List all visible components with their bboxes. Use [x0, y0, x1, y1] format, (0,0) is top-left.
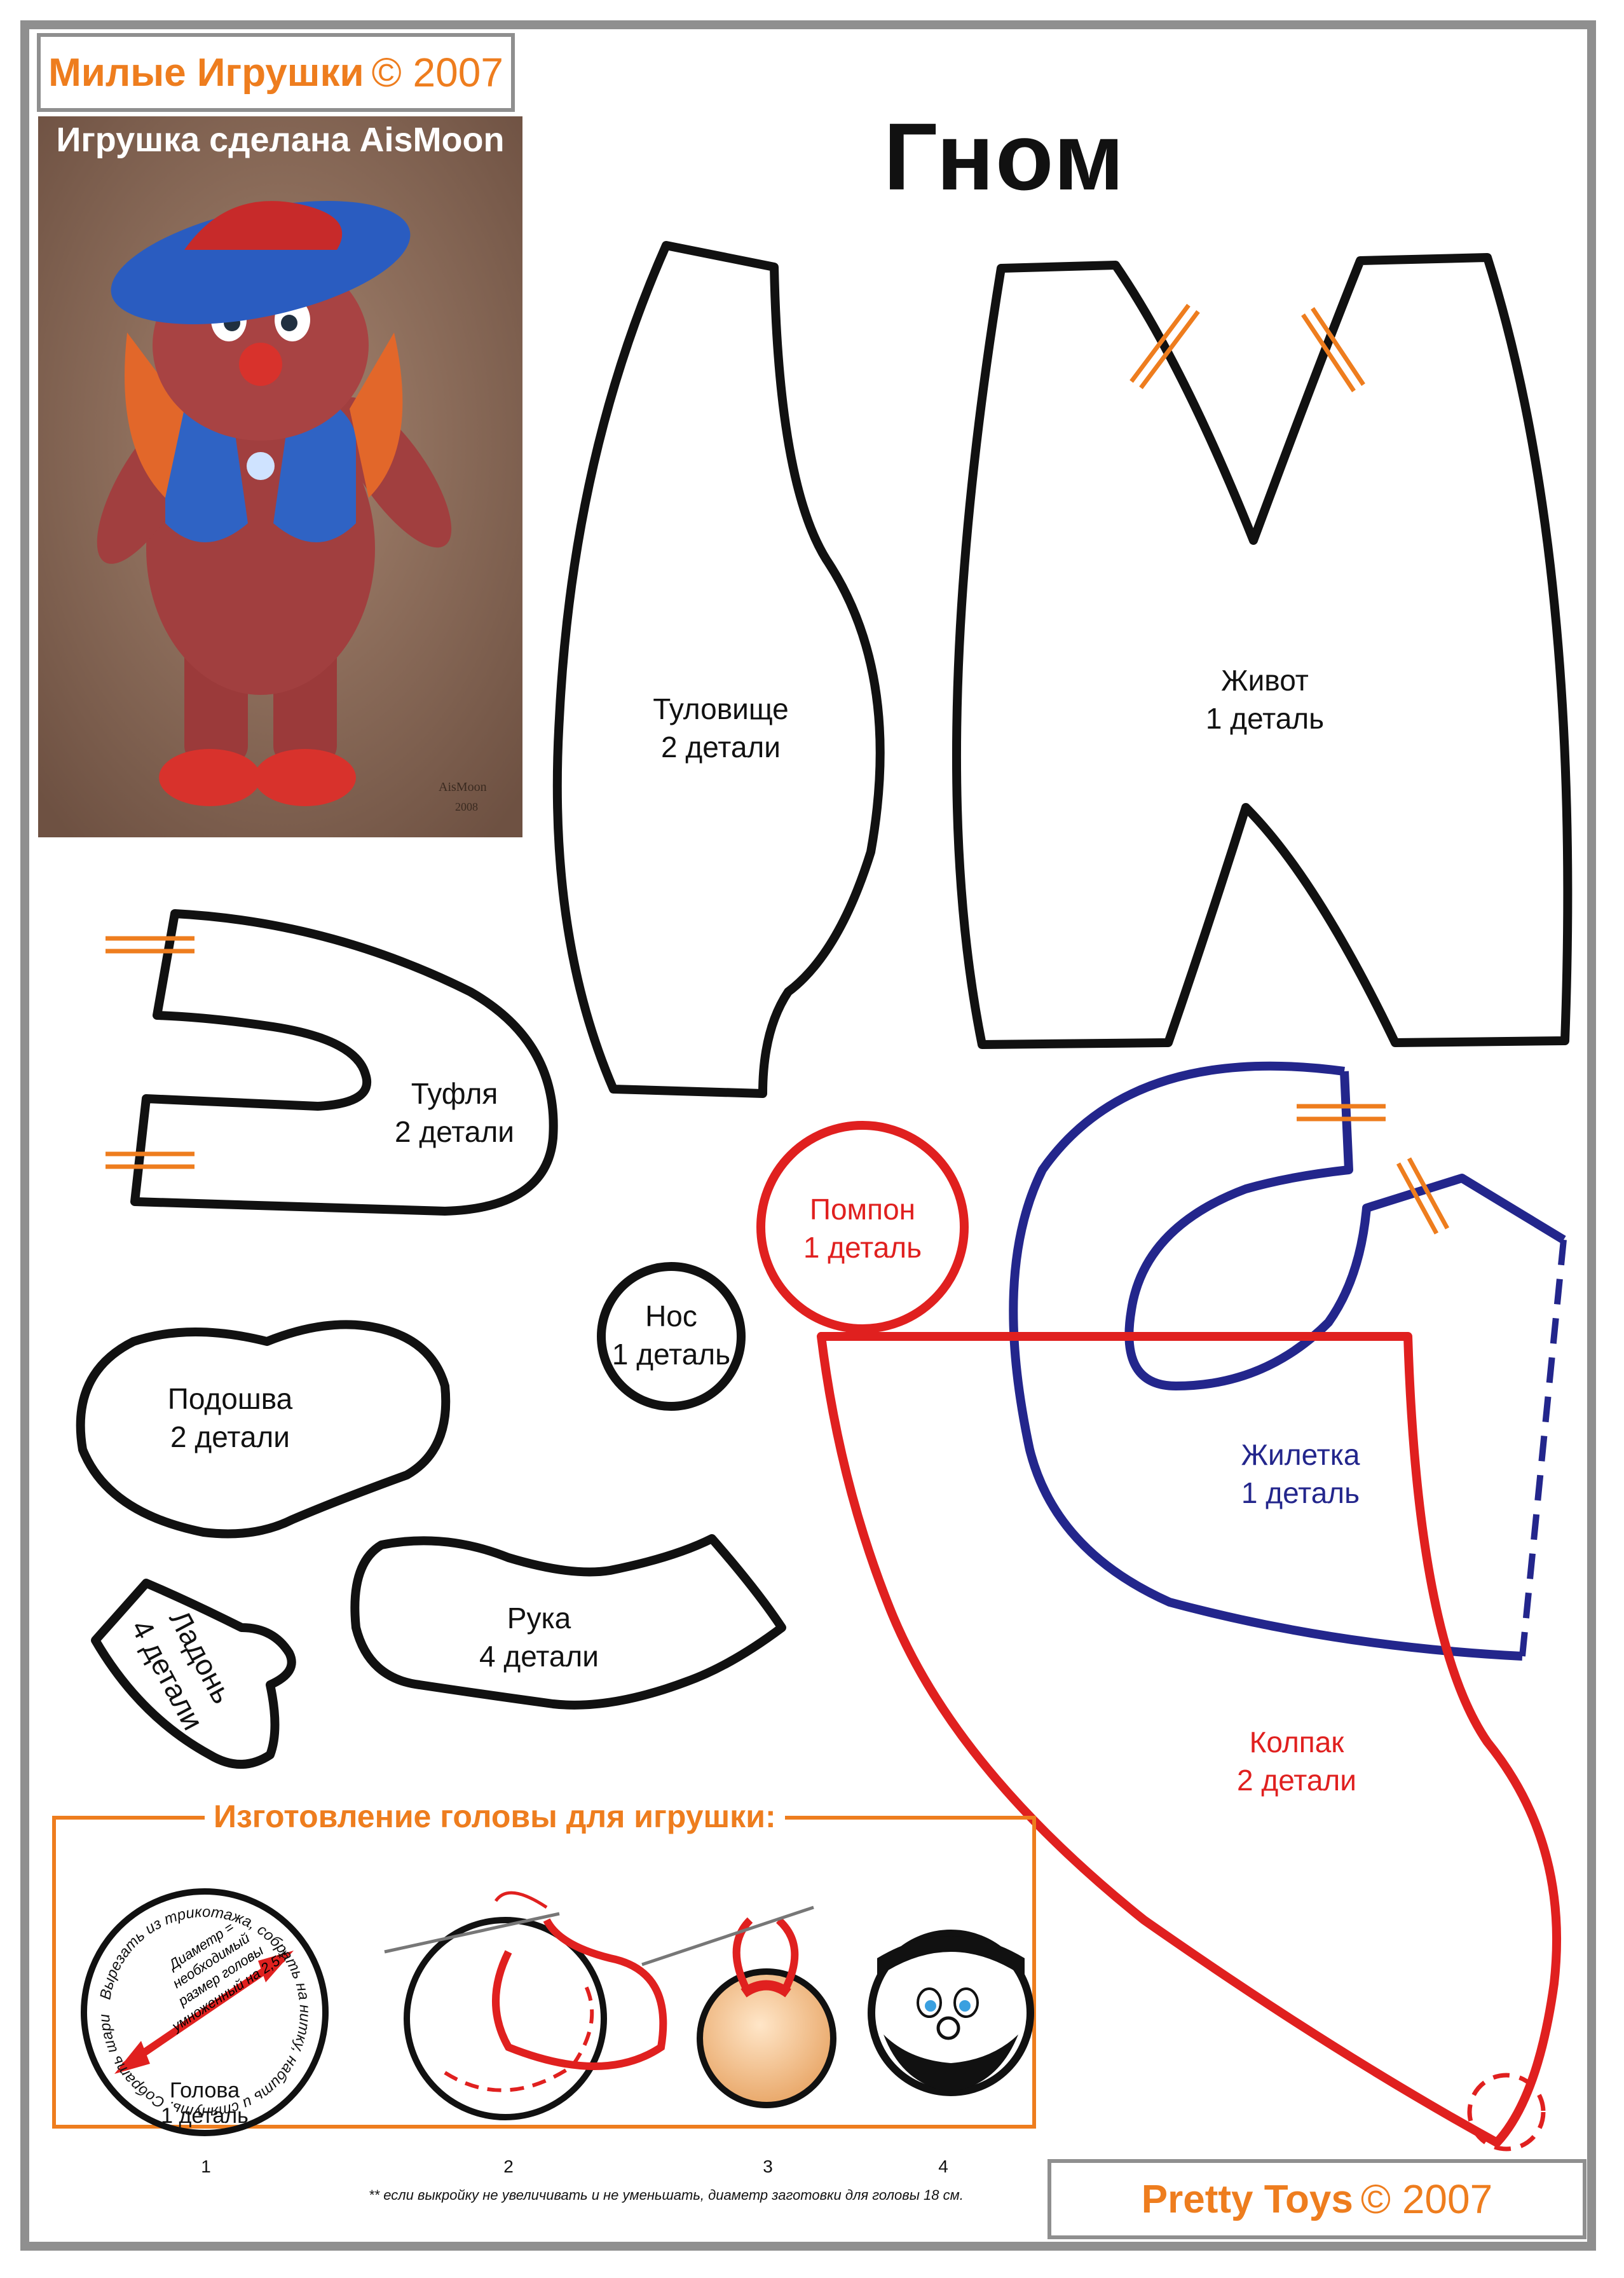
- shoe-count: 2 детали: [395, 1115, 514, 1148]
- photo-signature-year: 2008: [455, 800, 478, 813]
- nose-pattern-piece: [597, 1262, 746, 1411]
- photo-caption: Игрушка сделана AisMoon: [56, 121, 505, 159]
- brand-copyright: © 2007: [371, 50, 503, 95]
- step-number-4: 4: [938, 2157, 948, 2176]
- head-pattern-circle: [81, 1888, 329, 2136]
- torso-label: Туловище 2 детали: [653, 690, 789, 766]
- nose-name: Нос: [645, 1300, 697, 1333]
- step-number-3: 3: [763, 2157, 773, 2176]
- vest-count: 1 деталь: [1241, 1476, 1360, 1509]
- vest-pattern-piece: [1124, 1071, 1566, 1390]
- belly-count: 1 деталь: [1205, 702, 1325, 735]
- head-footnote: ** если выкройку не увеличивать и не уме…: [369, 2187, 964, 2203]
- arm-label: Рука 4 детали: [479, 1599, 599, 1675]
- arm-name: Рука: [507, 1602, 571, 1635]
- vest-name: Жилетка: [1241, 1438, 1360, 1471]
- step2-circle: [404, 1917, 607, 2120]
- cap-pattern-piece: [817, 1332, 1561, 2147]
- cap-count: 2 детали: [1237, 1764, 1356, 1797]
- brand-footer: Pretty Toys © 2007: [1047, 2159, 1586, 2239]
- cap-label: Колпак 2 детали: [1237, 1723, 1356, 1799]
- torso-pattern-piece: [552, 241, 885, 1098]
- vest-label: Жилетка 1 деталь: [1241, 1436, 1360, 1512]
- belly-name: Живот: [1221, 664, 1309, 697]
- shoe-pattern-piece: [130, 909, 558, 1216]
- pompon-name: Помпон: [809, 1193, 916, 1226]
- head-circle-instruction: Вырезать из трикотажа, собрать на нитку,…: [0, 0, 313, 2121]
- step3-ball: [697, 1968, 836, 2108]
- photo-signature: AisMoon: [439, 780, 487, 794]
- pompon-count: 1 деталь: [803, 1231, 922, 1264]
- brand-header: Милые Игрушки © 2007: [37, 33, 515, 112]
- svg-text:Вырезать из трикотажа, собрать: Вырезать из трикотажа, собрать на нитку,…: [0, 0, 313, 2121]
- sole-pattern-piece: [76, 1320, 451, 1539]
- head-section-title: Изготовление головы для игрушки:: [205, 1798, 785, 1835]
- cap-name: Колпак: [1249, 1726, 1344, 1759]
- sole-name: Подошва: [167, 1382, 293, 1415]
- step4-head: [868, 1930, 1034, 2096]
- palm-pattern-piece: [91, 1579, 296, 1769]
- belly-pattern-piece: [952, 253, 1573, 1049]
- pompon-pattern-piece: [756, 1121, 969, 1333]
- toy-photo: Игрушка сделана AisMoon AisMoon 2008: [38, 116, 522, 837]
- step-number-2: 2: [503, 2157, 514, 2176]
- page-frame: [20, 20, 1596, 2251]
- gnome-photo-illustration: [38, 116, 522, 837]
- sole-count: 2 детали: [170, 1420, 290, 1453]
- sole-label: Подошва 2 детали: [168, 1380, 292, 1456]
- shoe-name: Туфля: [411, 1077, 498, 1110]
- torso-name: Туловище: [653, 692, 789, 725]
- brand-footer-copyright: © 2007: [1360, 2176, 1493, 2222]
- brand-name: Милые Игрушки: [48, 50, 364, 95]
- arm-count: 4 детали: [479, 1640, 599, 1673]
- head-count: 1 деталь: [161, 2104, 249, 2128]
- nose-count: 1 деталь: [611, 1338, 731, 1371]
- step-number-1: 1: [201, 2157, 211, 2176]
- head-label: Голова 1 деталь: [161, 2078, 249, 2129]
- belly-label: Живот 1 деталь: [1206, 661, 1324, 738]
- head-name: Голова: [169, 2078, 240, 2103]
- page-title: Гном: [884, 103, 1126, 210]
- torso-count: 2 детали: [661, 731, 781, 764]
- pompon-label: Помпон 1 деталь: [803, 1190, 922, 1266]
- brand-footer-name: Pretty Toys: [1141, 2177, 1353, 2221]
- nose-label: Нос 1 деталь: [612, 1297, 730, 1373]
- cap-tip-circle: [1467, 2073, 1546, 2151]
- shoe-label: Туфля 2 детали: [395, 1074, 514, 1151]
- arm-pattern-piece: [350, 1534, 786, 1710]
